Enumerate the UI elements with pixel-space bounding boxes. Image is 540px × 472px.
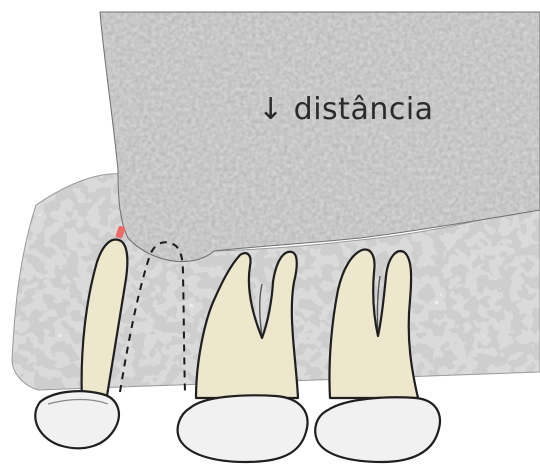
second-molar-roots [329, 250, 418, 398]
first-molar-crown [178, 395, 308, 462]
second-molar-crown [315, 397, 440, 462]
distance-label: ↓ distância [258, 92, 434, 127]
